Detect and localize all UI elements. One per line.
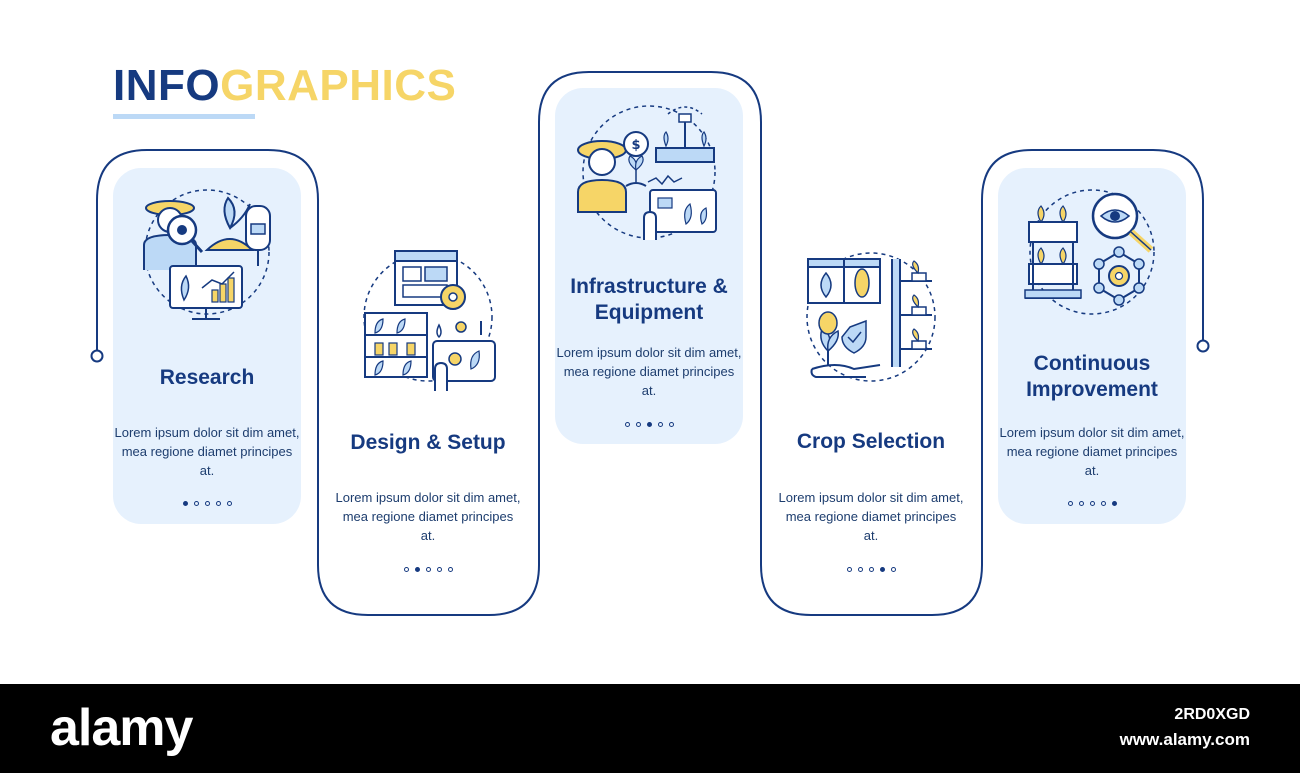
progress-dot (1089, 501, 1095, 506)
step-progress-dots-infrastructure-equipment (609, 422, 689, 427)
step-heading-design-setup: Design & Setup (350, 431, 506, 454)
step-description-research: Lorem ipsum dolor sit dim amet, mea regi… (114, 425, 300, 478)
site-url: www.alamy.com (1119, 730, 1250, 749)
progress-dot (879, 567, 885, 572)
step-heading-crop-selection: Crop Selection (796, 430, 946, 453)
crop-selection-icon (796, 245, 946, 395)
progress-dot (890, 567, 896, 572)
progress-dot (646, 422, 652, 427)
progress-dot (635, 422, 641, 427)
farmer-research-icon (132, 180, 282, 330)
progress-dot (436, 567, 442, 572)
svg-text:$: $ (631, 138, 640, 153)
step-progress-dots-crop-selection (831, 567, 911, 572)
irrigation-equipment-icon: $ (574, 100, 724, 250)
progress-dot (657, 422, 663, 427)
progress-dot (182, 501, 188, 506)
progress-dot (1067, 501, 1073, 506)
progress-dot (868, 567, 874, 572)
image-id: 2RD0XGD (1174, 706, 1250, 723)
step-progress-dots-design-setup (388, 567, 468, 572)
progress-dot (193, 501, 199, 506)
stock-footer-bar: alamy 2RD0XGD www.alamy.com (0, 684, 1300, 773)
progress-dot (857, 567, 863, 572)
title-underline (113, 114, 255, 119)
greenhouse-design-icon (353, 245, 503, 395)
step-description-crop-selection: Lorem ipsum dolor sit dim amet, mea regi… (778, 490, 964, 543)
step-progress-dots-continuous-improvement (1052, 501, 1132, 506)
progress-dot (624, 422, 630, 427)
step-description-infrastructure-equipment: Lorem ipsum dolor sit dim amet, mea regi… (556, 345, 742, 398)
step-description-design-setup: Lorem ipsum dolor sit dim amet, mea regi… (335, 490, 521, 543)
step-heading-infrastructure-equipment: Infrastructure & Equipment (570, 275, 728, 324)
progress-dot (668, 422, 674, 427)
progress-dot (403, 567, 409, 572)
progress-dot (846, 567, 852, 572)
step-progress-dots-research (167, 501, 247, 506)
progress-dot (425, 567, 431, 572)
step-description-continuous-improvement: Lorem ipsum dolor sit dim amet, mea regi… (999, 425, 1185, 478)
progress-dot (1100, 501, 1106, 506)
brand-logo: alamy (50, 699, 193, 757)
progress-dot (447, 567, 453, 572)
infographic-title: INFOGRAPHICS (113, 61, 457, 110)
progress-dot (226, 501, 232, 506)
progress-dot (1078, 501, 1084, 506)
progress-dot (204, 501, 210, 506)
progress-dot (1111, 501, 1117, 506)
progress-dot (215, 501, 221, 506)
step-heading-continuous-improvement: Continuous Improvement (1026, 352, 1158, 401)
progress-dot (414, 567, 420, 572)
improvement-monitoring-icon (1017, 180, 1167, 330)
step-heading-research: Research (159, 366, 255, 389)
